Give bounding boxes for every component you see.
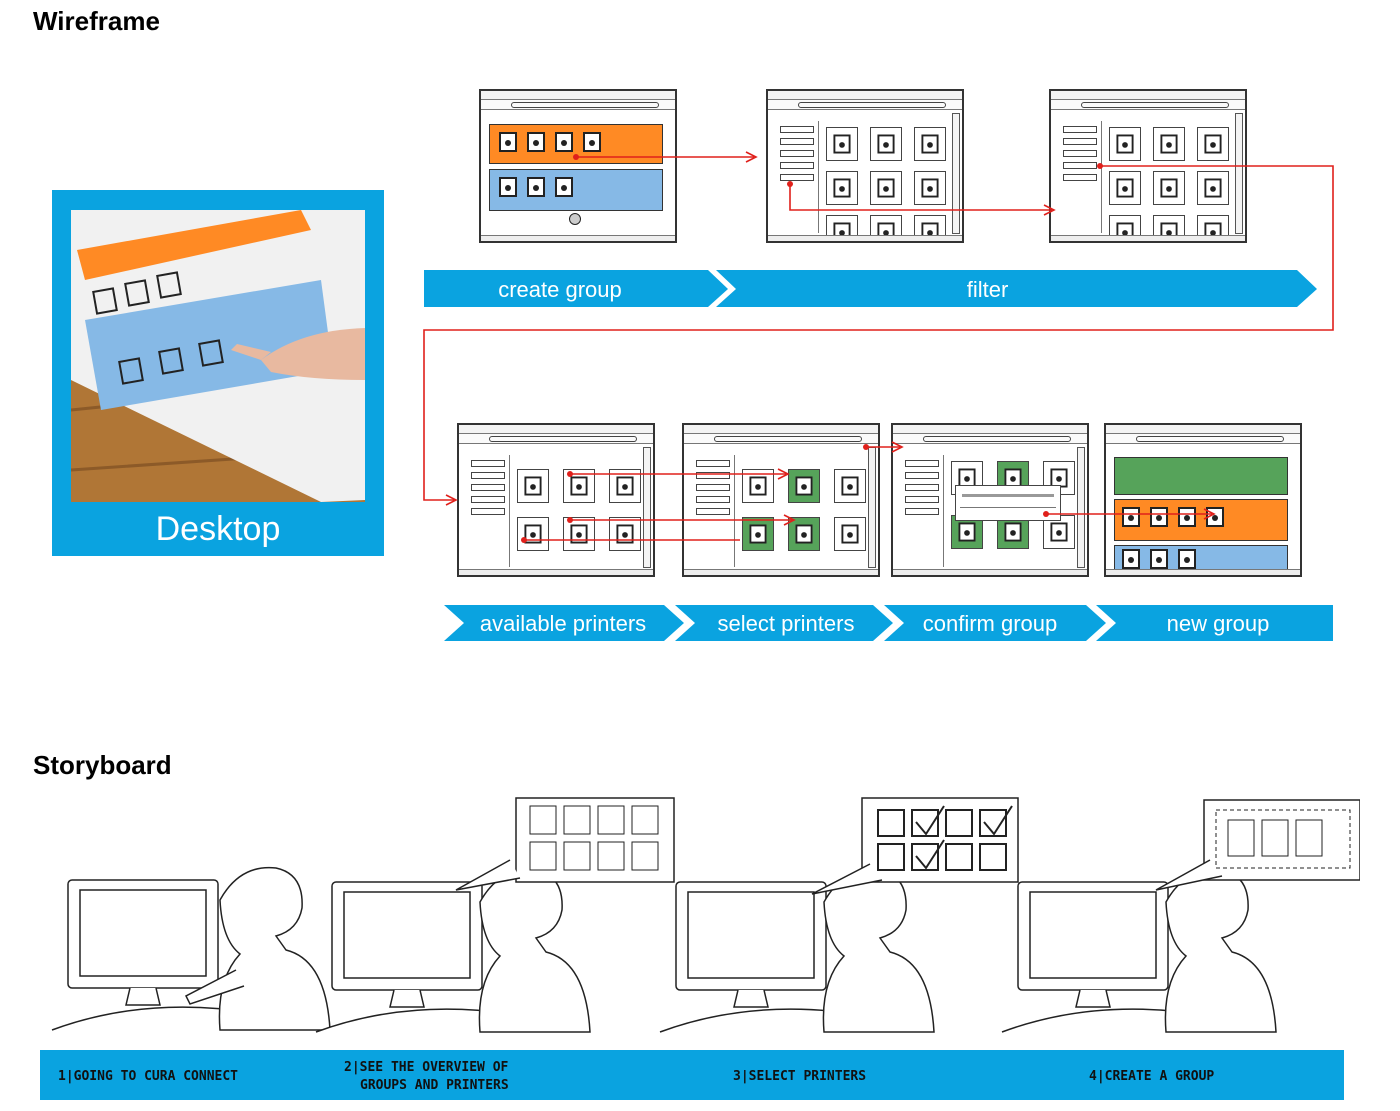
- printer-icon: [555, 177, 573, 197]
- scene-2: [315, 797, 675, 1033]
- printer-icon: [1178, 507, 1196, 527]
- story-step-2-line1: 2|SEE THE OVERVIEW OF: [344, 1060, 509, 1075]
- printer-icon: [1150, 549, 1168, 569]
- story-step-2-line2: GROUPS AND PRINTERS: [360, 1078, 509, 1093]
- printer-icon: [1122, 507, 1140, 527]
- story-step-1: 1|GOING TO CURA CONNECT: [58, 1069, 239, 1084]
- wireframe-confirm-group: [891, 423, 1089, 577]
- add-group-icon: [569, 213, 581, 225]
- storyboard-caption-bar: [40, 1050, 1344, 1100]
- printer-icon: [1206, 507, 1224, 527]
- printer-icon: [499, 177, 517, 197]
- wireframe-available-printers: [457, 423, 655, 577]
- flow-label-confirm-group: confirm group: [922, 611, 1058, 636]
- printer-icon: [555, 132, 573, 152]
- wireframe-create-group: [479, 89, 677, 243]
- wireframe-filter-1: [766, 89, 964, 243]
- printer-icon: [1150, 507, 1168, 527]
- flow-label-select-printers: select printers: [717, 611, 855, 636]
- wireframe-select-printers: [682, 423, 880, 577]
- wireframe-new-group: [1104, 423, 1302, 577]
- orange-group-band: [1114, 499, 1288, 541]
- desktop-card: Desktop: [52, 190, 384, 556]
- storyboard-sketches: [51, 797, 1360, 1033]
- story-step-4: 4|CREATE A GROUP: [1089, 1069, 1215, 1084]
- storyboard-heading: Storyboard: [33, 750, 172, 780]
- blue-group-band: [1114, 545, 1288, 573]
- story-step-3: 3|SELECT PRINTERS: [733, 1069, 867, 1084]
- flow-label-new-group: new group: [1166, 611, 1270, 636]
- scene-3: [659, 797, 1019, 1033]
- desktop-label: Desktop: [155, 510, 281, 548]
- printer-icon: [1178, 549, 1196, 569]
- printer-icon: [499, 132, 517, 152]
- green-group-band: [1114, 457, 1288, 495]
- flow-label-filter: filter: [966, 277, 1009, 302]
- desktop-photo: [71, 210, 365, 502]
- confirm-dialog: [955, 485, 1061, 521]
- printer-icon: [1122, 549, 1140, 569]
- printer-icon: [527, 177, 545, 197]
- printer-icon: [527, 132, 545, 152]
- scene-1: [51, 866, 331, 1031]
- flow-label-available-printers: available printers: [479, 611, 647, 636]
- wireframe-filter-2: [1049, 89, 1247, 243]
- scene-4: [1001, 799, 1360, 1033]
- wireframe-heading: Wireframe: [33, 6, 160, 36]
- printer-icon: [583, 132, 601, 152]
- flow-label-create-group: create group: [498, 277, 622, 302]
